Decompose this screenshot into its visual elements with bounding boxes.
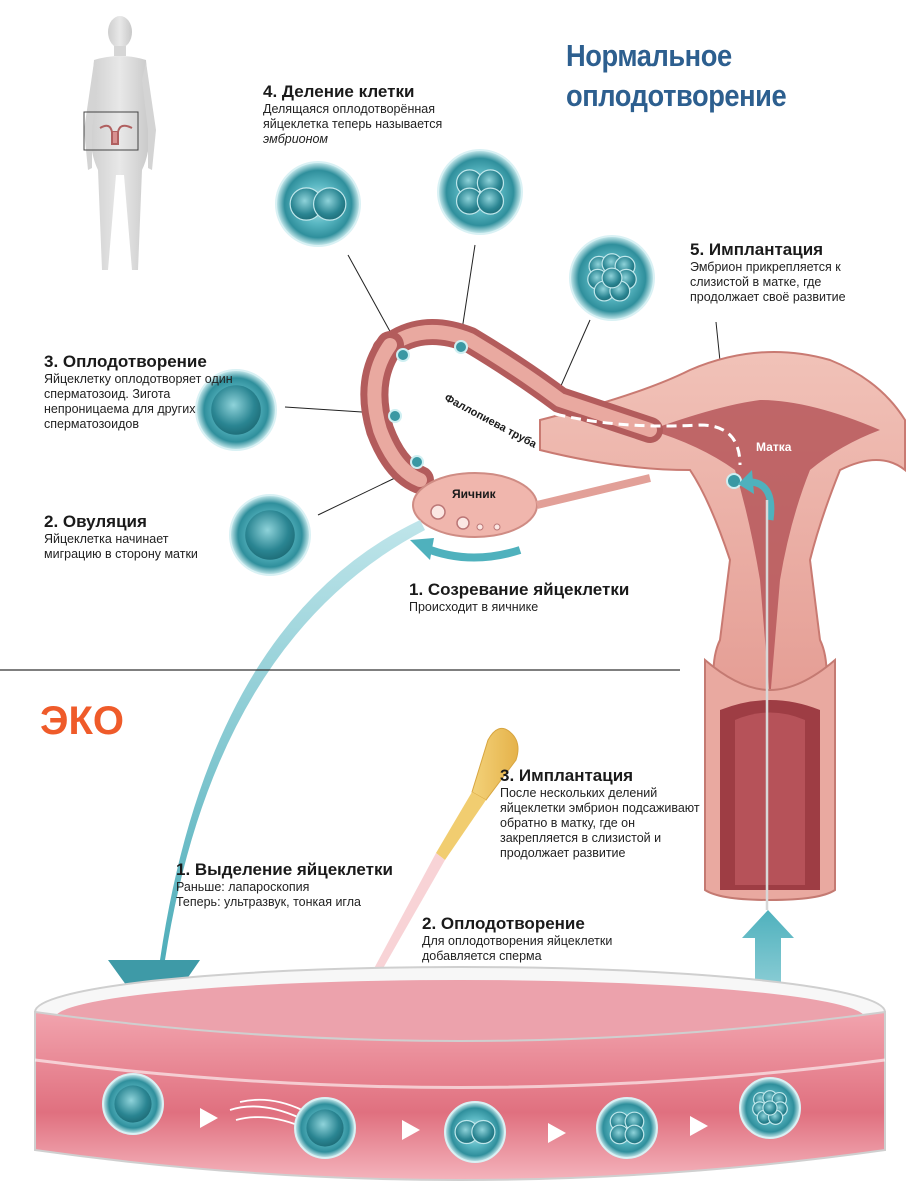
title-eco: ЭКО [40, 699, 124, 743]
uterus-anatomy [360, 319, 906, 910]
step-normal-1-desc: Происходит в яичнике [409, 600, 539, 614]
label-uterus: Матка [756, 440, 792, 454]
dish-step-arrows [200, 1108, 708, 1143]
step-normal-1: 1. Созревание яйцеклетки Происходит в яи… [409, 580, 669, 615]
cell-eight-cell [569, 235, 655, 321]
body-silhouette [83, 16, 156, 270]
step-eco-1-desc-2: Теперь: ультразвук, тонкая игла [176, 895, 361, 909]
cell-two-cell [275, 161, 361, 247]
cell-fertilized-egg [195, 369, 277, 451]
step-eco-1: 1. Выделение яйцеклетки Раньше: лапароск… [176, 860, 406, 910]
sperm-dish [229, 1098, 303, 1127]
step-normal-5-title: 5. Имплантация [690, 240, 824, 259]
step-eco-2-desc: Для оплодотворения яйцеклетки добавляетс… [422, 934, 613, 963]
step-normal-3: 3. Оплодотворение Яйцеклетку оплодотворя… [44, 352, 234, 432]
cell-dish-eight-cell [739, 1077, 801, 1139]
step-normal-1-title: 1. Созревание яйцеклетки [409, 580, 630, 599]
step-normal-4: 4. Деление клетки Делящаяся оплодотворён… [263, 82, 478, 147]
step-normal-4-desc-italic: эмбрионом [263, 132, 329, 146]
step-eco-3: 3. Имплантация После нескольких делений … [500, 766, 715, 861]
step-normal-3-title: 3. Оплодотворение [44, 352, 207, 371]
cell-dish-egg [102, 1073, 164, 1135]
sperm-stream [261, 279, 331, 366]
step-normal-5: 5. Имплантация Эмбрион прикрепляется к с… [690, 240, 880, 305]
cell-four-cell [437, 149, 523, 235]
step-normal-2: 2. Овуляция Яйцеклетка начинает миграцию… [44, 512, 224, 562]
step-eco-1-desc-1: Раньше: лапароскопия [176, 880, 310, 894]
petri-dish [34, 966, 886, 1181]
step-eco-3-title: 3. Имплантация [500, 766, 634, 785]
step-normal-2-title: 2. Овуляция [44, 512, 147, 531]
step-eco-3-desc: После нескольких делений яйцеклетки эмбр… [500, 786, 700, 860]
step-normal-3-desc: Яйцеклетку оплодотворяет один сперматозо… [44, 372, 233, 431]
pointer-lines [284, 244, 733, 516]
maturation-arrowhead [410, 538, 434, 560]
retrieval-arrow [130, 520, 425, 1020]
step-eco-2: 2. Оплодотворение Для оплодотворения яйц… [422, 914, 622, 964]
step-normal-5-desc: Эмбрион прикрепляется к слизистой в матк… [690, 260, 846, 304]
maturation-arrow [423, 544, 522, 562]
cell-dish-two-cell [444, 1101, 506, 1163]
label-ovary: Яичник [452, 487, 496, 501]
step-normal-2-desc: Яйцеклетка начинает миграцию в сторону м… [44, 532, 198, 561]
title-normal-fertilization: Нормальное оплодотворение [566, 38, 787, 113]
step-eco-2-title: 2. Оплодотворение [422, 914, 585, 933]
step-eco-1-title: 1. Выделение яйцеклетки [176, 860, 393, 879]
cell-dish-four-cell [596, 1097, 658, 1159]
step-normal-4-title: 4. Деление клетки [263, 82, 415, 101]
step-normal-4-desc: Делящаяся оплодотворённая яйцеклетка теп… [263, 102, 443, 131]
cell-dish-fertilized [294, 1097, 356, 1159]
cell-ovulated-egg [229, 494, 311, 576]
